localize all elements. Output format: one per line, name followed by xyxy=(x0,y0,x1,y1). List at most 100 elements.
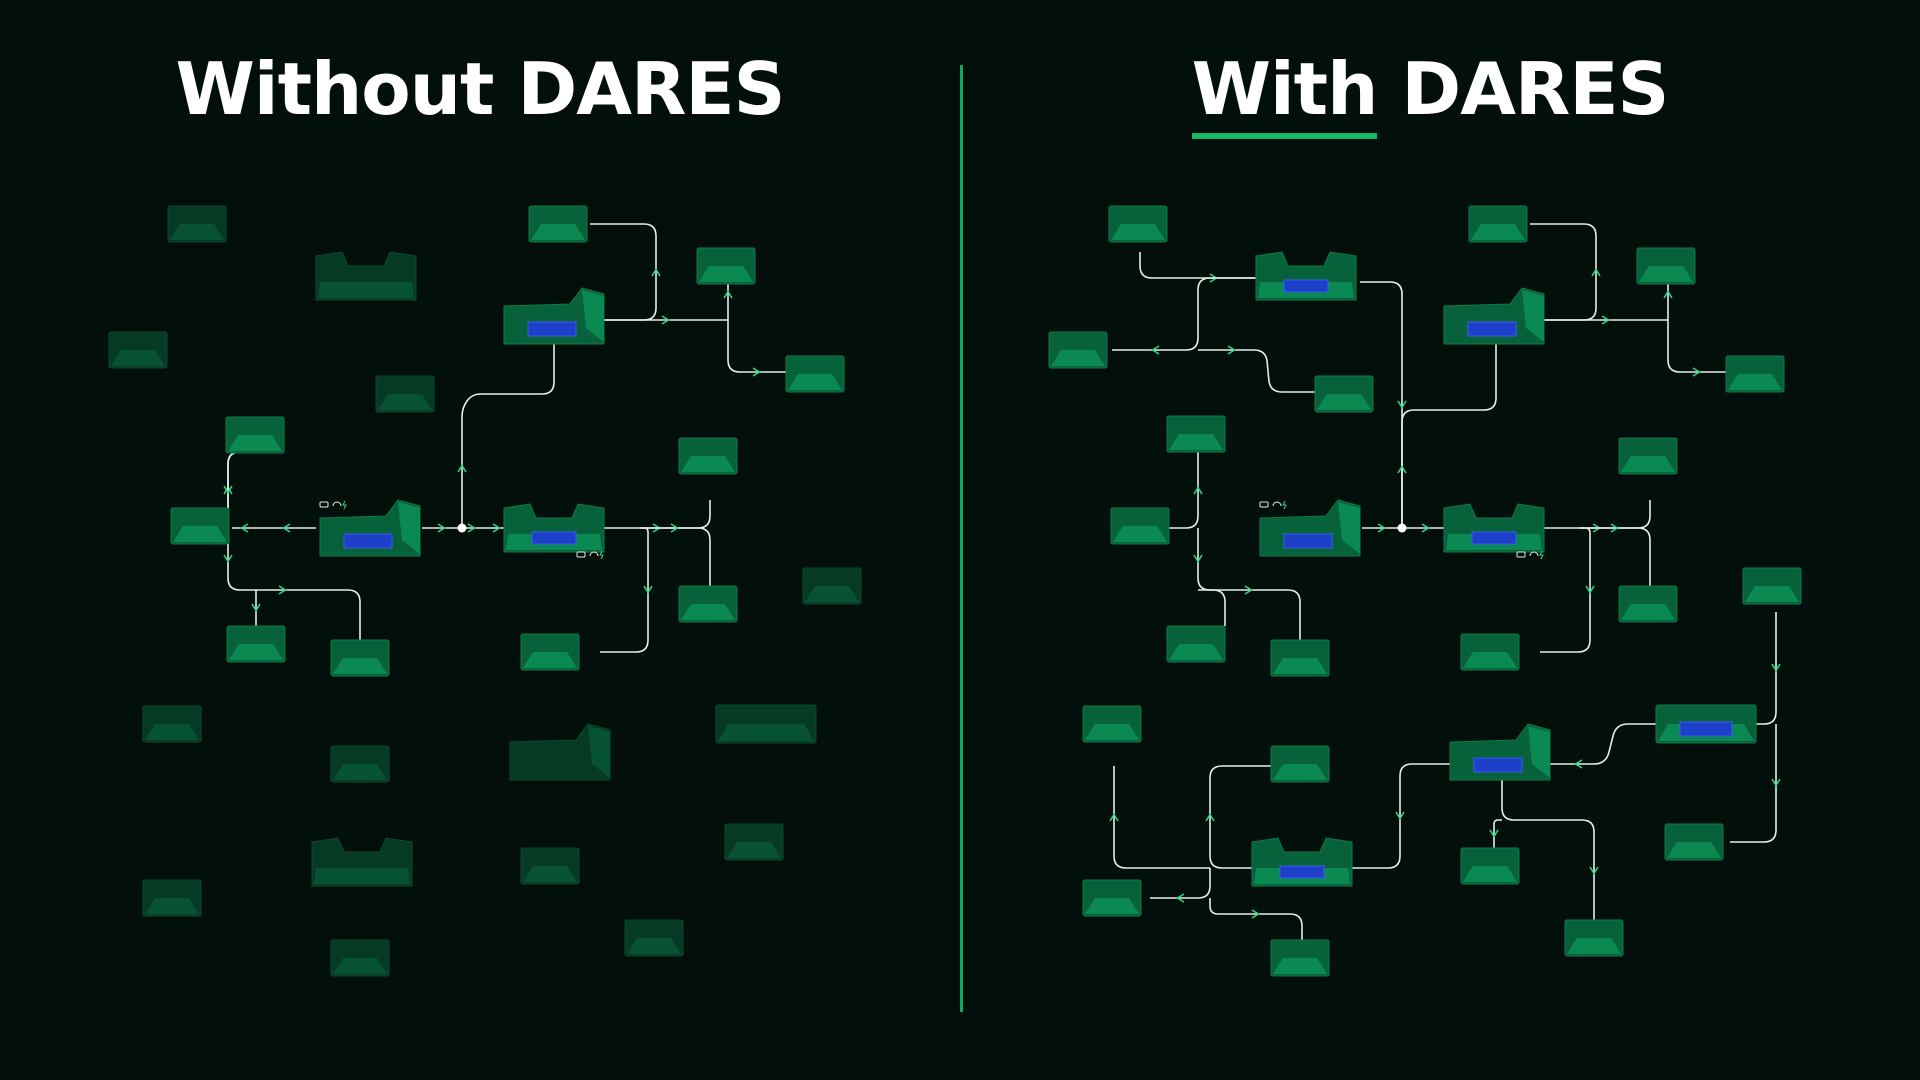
device-node xyxy=(1443,287,1545,345)
device-front-face xyxy=(1463,652,1517,668)
direction-arrow-icon xyxy=(1585,585,1595,594)
device-front-face xyxy=(1621,604,1675,620)
device-node xyxy=(1082,705,1142,743)
device-front-face xyxy=(318,282,414,298)
device-node xyxy=(503,287,605,345)
direction-arrow-icon xyxy=(1377,523,1386,533)
connection-line xyxy=(727,320,786,373)
device-side-face xyxy=(1522,290,1544,342)
direction-arrow-icon xyxy=(670,523,679,533)
device-side-face xyxy=(582,290,604,342)
device-node xyxy=(520,847,580,885)
connection-line xyxy=(1197,528,1226,626)
connection-line xyxy=(1550,723,1656,765)
device-node xyxy=(1314,375,1374,413)
device-node xyxy=(503,503,605,553)
connection-line xyxy=(1493,819,1502,848)
direction-arrow-icon xyxy=(1151,345,1160,355)
direction-arrow-icon xyxy=(752,367,761,377)
bolt-icon xyxy=(342,500,347,510)
device-node xyxy=(1259,499,1361,557)
direction-arrow-icon xyxy=(1589,866,1599,875)
device-front-face xyxy=(378,394,432,410)
connection-line xyxy=(640,527,711,588)
device-front-face xyxy=(805,586,859,602)
connection-line xyxy=(604,500,711,529)
connection-line xyxy=(1360,281,1403,528)
panel-divider xyxy=(960,65,963,1012)
title-suffix: DARES xyxy=(1377,47,1669,131)
device-front-face xyxy=(228,435,282,451)
device-node xyxy=(315,251,417,301)
device-node xyxy=(142,705,202,743)
device-node xyxy=(1108,205,1168,243)
right-panel-title: With DARES xyxy=(1110,44,1750,139)
device-node xyxy=(142,879,202,917)
solar-panel-icon xyxy=(1473,757,1523,773)
device-front-face xyxy=(1471,224,1525,240)
device-node xyxy=(1255,251,1357,301)
device-front-face xyxy=(1169,434,1223,450)
device-front-face xyxy=(1745,586,1799,602)
device-front-face xyxy=(333,958,387,974)
direction-arrow-icon xyxy=(661,315,670,325)
direction-arrow-icon xyxy=(1574,759,1583,769)
device-body xyxy=(509,723,611,781)
device-front-face xyxy=(314,868,410,884)
device-front-face xyxy=(1317,394,1371,410)
direction-arrow-icon xyxy=(278,585,287,595)
direction-arrow-icon xyxy=(723,290,733,299)
device-node xyxy=(785,355,845,393)
device-status-icons xyxy=(1516,550,1544,560)
connection-line xyxy=(227,451,256,528)
device-node xyxy=(1742,567,1802,605)
solar-panel-icon xyxy=(1679,721,1733,737)
connection-line xyxy=(1401,342,1497,528)
device-front-face xyxy=(788,374,842,390)
battery-icon xyxy=(576,551,586,558)
connection-line xyxy=(1540,527,1591,653)
device-node xyxy=(330,939,390,977)
device-node xyxy=(1460,633,1520,671)
device-node xyxy=(1166,415,1226,453)
battery-icon xyxy=(1259,501,1269,508)
connection-line xyxy=(600,527,649,653)
direction-arrow-icon xyxy=(1227,345,1236,355)
solar-panel-icon xyxy=(1471,531,1517,545)
connection-line xyxy=(1198,349,1318,393)
device-node xyxy=(311,837,413,887)
device-front-face xyxy=(173,526,227,542)
device-node xyxy=(678,437,738,475)
connection-line xyxy=(1352,763,1500,869)
device-node xyxy=(1618,437,1678,475)
device-front-face xyxy=(681,456,735,472)
connection-line xyxy=(1580,527,1651,588)
connection-line xyxy=(1112,277,1258,351)
device-node xyxy=(1664,823,1724,861)
direction-arrow-icon xyxy=(1663,290,1673,299)
device-front-face xyxy=(1273,764,1327,780)
device-front-face xyxy=(718,724,814,741)
direction-arrow-icon xyxy=(1421,523,1430,533)
device-node xyxy=(375,375,435,413)
device-front-face xyxy=(1169,644,1223,660)
connection-line xyxy=(227,451,256,528)
battery-icon xyxy=(319,501,329,508)
device-node xyxy=(167,205,227,243)
connection-line xyxy=(1209,765,1274,869)
direction-arrow-icon xyxy=(467,523,476,533)
direction-arrow-icon xyxy=(1193,554,1203,563)
direction-arrow-icon xyxy=(1109,813,1119,822)
direction-arrow-icon xyxy=(223,485,233,494)
device-node xyxy=(1449,723,1551,781)
connection-line xyxy=(1150,868,1211,899)
bolt-icon xyxy=(1539,550,1544,560)
direction-arrow-icon xyxy=(1489,829,1499,838)
device-side-face xyxy=(1338,502,1360,554)
device-status-icons xyxy=(319,500,347,510)
device-front-face xyxy=(1728,374,1782,390)
direction-arrow-icon xyxy=(651,268,661,277)
device-node xyxy=(1166,625,1226,663)
battery-icon xyxy=(1516,551,1526,558)
